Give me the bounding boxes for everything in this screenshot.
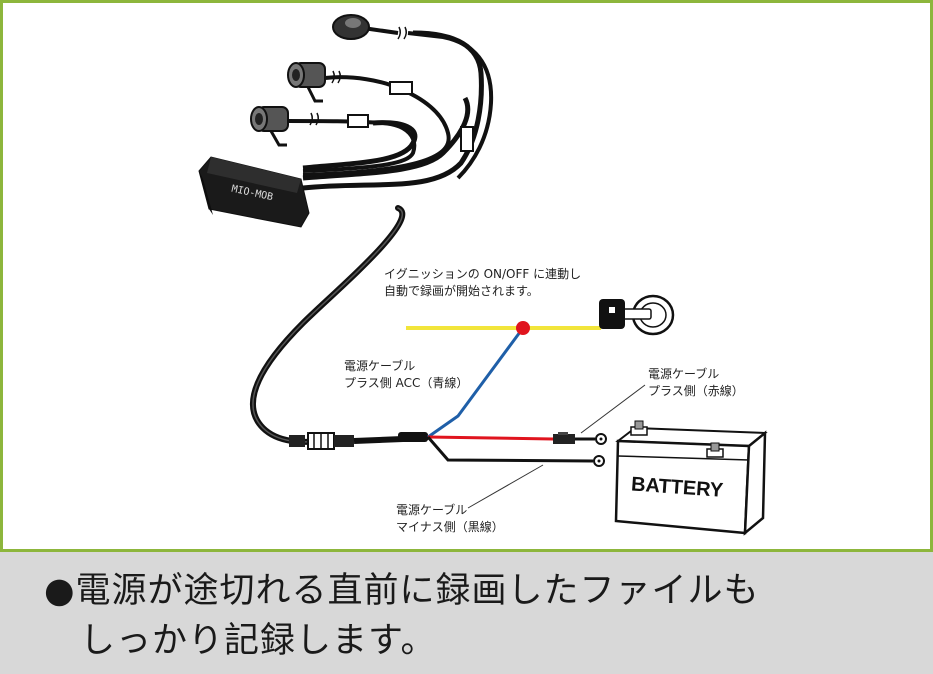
camera-2-connector — [347, 114, 369, 128]
camera-2-cable — [287, 119, 417, 173]
minus-label-line2: マイナス側（黒線） — [396, 520, 504, 534]
caption-line-1: ●電源が途切れる直前に録画したファイルも — [44, 571, 760, 611]
ignition-key-switch — [599, 294, 675, 336]
camera-1-connector — [389, 81, 413, 95]
wiring-diagram: MIO-MOB — [0, 0, 933, 552]
ignition-note-line1: イグニッションの ON/OFF に連動し — [384, 267, 582, 281]
camera-1 — [287, 62, 326, 103]
main-power-cable-inner — [252, 207, 403, 443]
acc-junction-dot — [516, 321, 530, 335]
main-power-cable — [250, 205, 406, 445]
battery — [614, 420, 768, 536]
minus-label-leader — [467, 464, 544, 509]
gps-sensor — [332, 14, 370, 40]
splitter-sleeve — [398, 432, 428, 442]
ignition-note-line2: 自動で録画が開始されます。 — [384, 284, 539, 298]
camera-1-cable — [302, 75, 451, 177]
plus-ring-terminal — [595, 433, 607, 445]
gps-cable-connector — [460, 126, 474, 152]
plus-label-line2: プラス側（赤線） — [648, 384, 744, 398]
minus-label-line1: 電源ケーブル — [396, 503, 468, 517]
minus-ring-terminal — [593, 455, 605, 467]
camera-2 — [250, 106, 289, 147]
plus-label-leader — [580, 384, 646, 434]
acc-label-line2: プラス側 ACC（青線） — [344, 376, 469, 390]
main-cable-connector — [289, 432, 354, 450]
acc-wire-blue — [427, 327, 525, 439]
camera-cable-side — [302, 120, 418, 171]
caption-line-2: しっかり記録します。 — [80, 621, 437, 661]
caption-panel: ●電源が途切れる直前に録画したファイルも しっかり記録します。 — [0, 552, 933, 674]
battery-terminal-right — [706, 442, 724, 458]
battery-terminal-left — [630, 420, 648, 436]
wiring-illustration: MIO-MOB — [198, 14, 768, 536]
recorder-unit — [198, 156, 310, 228]
minus-wire-black — [426, 436, 594, 463]
inline-fuse — [553, 432, 575, 444]
plus-wire-red — [427, 435, 554, 441]
acc-label-line1: 電源ケーブル — [344, 359, 416, 373]
plus-label-line1: 電源ケーブル — [648, 367, 720, 381]
